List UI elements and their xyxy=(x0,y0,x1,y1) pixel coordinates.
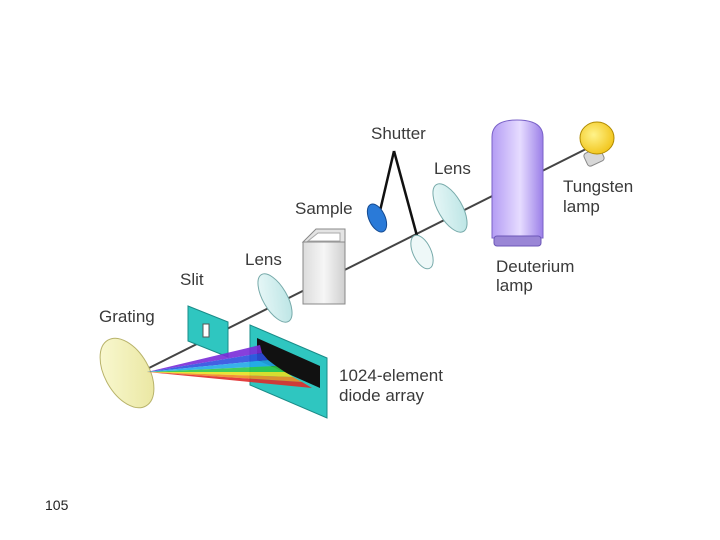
label-grating: Grating xyxy=(99,307,155,326)
label-array-line1: 1024-element xyxy=(339,366,443,385)
label-deuterium-line2: lamp xyxy=(496,276,533,295)
page-number: 105 xyxy=(45,497,69,513)
label-array-line2: diode array xyxy=(339,386,425,405)
spectrum-fan xyxy=(147,345,312,388)
label-shutter: Shutter xyxy=(371,124,426,143)
lens-left xyxy=(257,273,293,323)
grating xyxy=(99,337,155,409)
label-lens-right: Lens xyxy=(434,159,471,178)
lens-right xyxy=(432,183,468,233)
label-tungsten-line1: Tungsten xyxy=(563,177,633,196)
label-deuterium-line1: Deuterium xyxy=(496,257,574,276)
shutter xyxy=(366,150,434,270)
tungsten-lamp xyxy=(579,121,615,167)
label-tungsten-line2: lamp xyxy=(563,197,600,216)
slit xyxy=(187,305,229,358)
label-slit: Slit xyxy=(180,270,204,289)
deuterium-lamp xyxy=(491,119,544,247)
label-sample: Sample xyxy=(295,199,353,218)
sample-cuvette xyxy=(301,228,346,305)
label-lens-left: Lens xyxy=(245,250,282,269)
